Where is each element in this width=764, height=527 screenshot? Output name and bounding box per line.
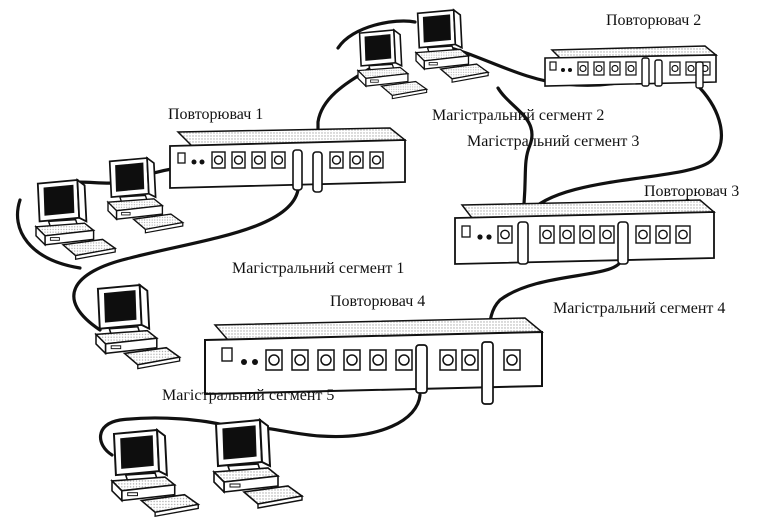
cable-segment-3b [526, 86, 723, 216]
computer-icon [94, 283, 182, 370]
t-connector [517, 221, 529, 265]
cable-segment-3 [496, 86, 534, 224]
segment-1-label: Магістральний сегмент 1 [232, 260, 405, 277]
repeater-4-label: Повторювач 4 [330, 293, 426, 310]
t-connector [695, 61, 704, 89]
repeater-2-device [544, 45, 719, 89]
t-connector [654, 59, 663, 87]
segment-2-label: Магістральний сегмент 2 [432, 107, 605, 124]
computers [34, 8, 490, 518]
segment-5-label: Магістральний сегмент 5 [162, 387, 335, 404]
t-connector [481, 341, 494, 405]
cable-segment-1c [15, 198, 82, 270]
repeater-3-label: Повторювач 3 [644, 183, 740, 200]
segment-4-label: Магістральний сегмент 4 [553, 300, 726, 317]
computer-icon [414, 8, 490, 83]
t-connector [415, 344, 428, 394]
repeater-1-device [169, 127, 408, 193]
computer-icon [106, 156, 185, 234]
repeater-4-device [204, 317, 545, 405]
t-connector [312, 151, 323, 193]
t-connector [617, 221, 629, 265]
computer-icon [212, 417, 305, 509]
repeater-2-label: Повторювач 2 [606, 12, 702, 29]
repeater-1-label: Повторювач 1 [168, 106, 264, 123]
computer-icon [34, 178, 118, 260]
computer-icon [110, 427, 201, 518]
cable-segment-1b [72, 188, 300, 332]
segment-3-label: Магістральний сегмент 3 [467, 133, 640, 150]
cable-segment-2a [336, 19, 417, 50]
repeater-3-device [454, 199, 716, 265]
cable-segment-5b [98, 416, 230, 457]
t-connector [641, 57, 650, 87]
t-connector [292, 149, 303, 191]
computer-icon [356, 28, 429, 100]
